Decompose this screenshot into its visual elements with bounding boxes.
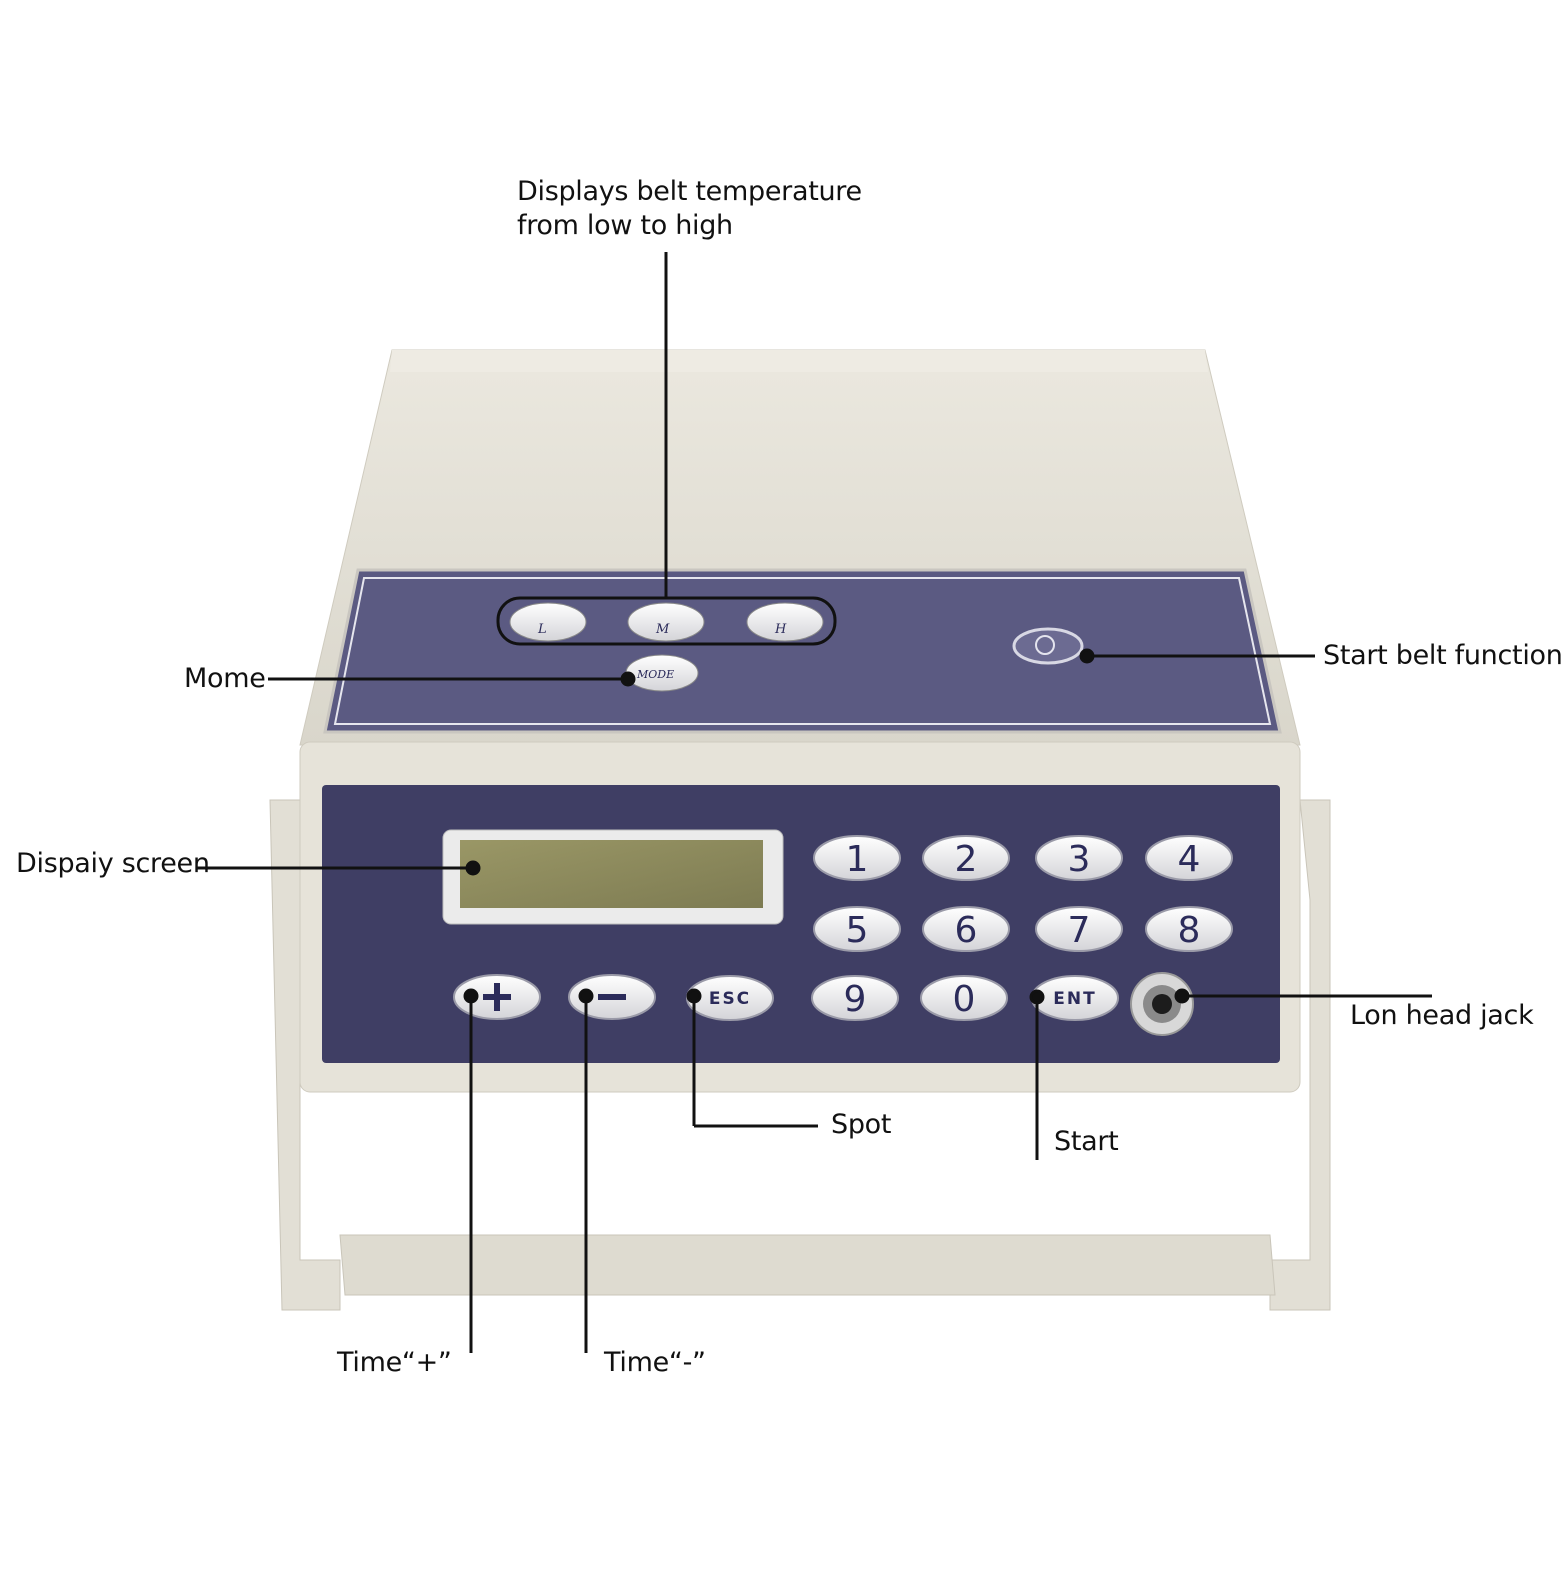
top-control-panel (323, 568, 1282, 734)
key-4[interactable]: 4 (1145, 835, 1233, 881)
temp-button-low[interactable]: L (509, 602, 587, 642)
key-7[interactable]: 7 (1035, 906, 1123, 952)
label-spot: Spot (831, 1109, 892, 1140)
keypad: 1 2 3 4 5 6 7 8 9 0 ESC ENT (453, 835, 1233, 1021)
ent-button-label: ENT (1053, 989, 1096, 1009)
label-mode: Mome (184, 663, 266, 694)
key-6-label: 6 (955, 910, 978, 951)
mode-button[interactable]: MODE (625, 654, 699, 692)
key-0[interactable]: 0 (920, 975, 1008, 1021)
temp-button-medium[interactable]: M (627, 602, 705, 642)
key-1-label: 1 (846, 839, 869, 880)
key-8[interactable]: 8 (1145, 906, 1233, 952)
label-temperature-line2: from low to high (517, 210, 733, 241)
key-9[interactable]: 9 (811, 975, 899, 1021)
power-button[interactable] (1012, 627, 1084, 665)
temp-low-label: L (537, 622, 547, 637)
minus-icon (598, 994, 626, 1000)
time-minus-button[interactable] (568, 974, 656, 1020)
label-display-screen: Dispaiy screen (16, 848, 210, 879)
key-2[interactable]: 2 (922, 835, 1010, 881)
label-time-minus: Time“-” (604, 1347, 706, 1378)
ent-button[interactable]: ENT (1031, 975, 1119, 1021)
key-1[interactable]: 1 (813, 835, 901, 881)
top-control-panel-border (333, 577, 1272, 725)
callout-lines (196, 252, 1432, 1353)
temp-medium-label: M (655, 622, 670, 637)
power-icon (1035, 635, 1055, 655)
key-5-label: 5 (846, 910, 869, 951)
ion-head-jack[interactable] (1130, 972, 1194, 1036)
esc-button[interactable]: ESC (686, 975, 774, 1021)
housing-top-rim (390, 350, 1208, 372)
key-8-label: 8 (1178, 910, 1201, 951)
key-6[interactable]: 6 (922, 906, 1010, 952)
esc-button-label: ESC (709, 989, 751, 1009)
temp-button-high[interactable]: H (746, 602, 824, 642)
key-2-label: 2 (955, 839, 978, 880)
key-3-label: 3 (1068, 839, 1091, 880)
key-0-label: 0 (953, 979, 976, 1020)
key-3[interactable]: 3 (1035, 835, 1123, 881)
key-7-label: 7 (1068, 910, 1091, 951)
label-temperature-line1: Displays belt temperature (517, 176, 862, 207)
handle-bar (339, 1234, 1276, 1296)
label-start-belt: Start belt function (1323, 640, 1563, 671)
time-plus-button[interactable] (453, 974, 541, 1020)
mode-button-label: MODE (636, 668, 674, 681)
key-5[interactable]: 5 (813, 906, 901, 952)
label-start: Start (1054, 1126, 1119, 1157)
display-screen (460, 840, 763, 908)
temp-high-label: H (774, 622, 787, 637)
label-time-plus: Time“+” (337, 1347, 452, 1378)
label-ion-jack: Lon head jack (1350, 1000, 1534, 1031)
key-9-label: 9 (844, 979, 867, 1020)
plus-icon (483, 983, 511, 1011)
key-4-label: 4 (1178, 839, 1201, 880)
